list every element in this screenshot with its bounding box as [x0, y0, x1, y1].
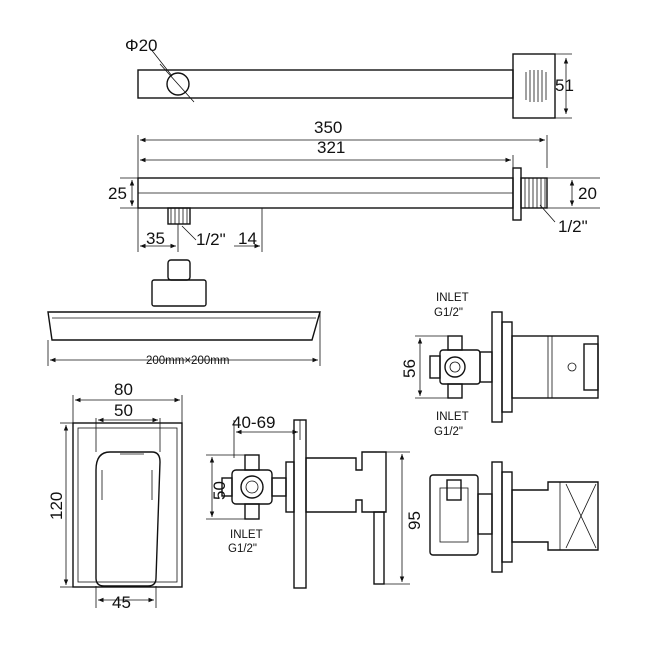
flange-height-label: 51 [555, 76, 574, 95]
outlet-thread-label: 1/2" [196, 230, 226, 249]
shower-arm-top-view [137, 47, 572, 119]
depth-range-label: 40-69 [232, 413, 275, 432]
body-height-side-label: 50 [210, 481, 229, 500]
arm-diameter-label: Φ20 [125, 36, 157, 55]
head-nut [167, 259, 191, 281]
arm-wall-flange [512, 53, 556, 119]
valve-section-view [429, 461, 599, 573]
shower-head-side-view [47, 259, 321, 366]
plate-width-label: 80 [114, 380, 133, 399]
arm-outlet-circle [166, 72, 190, 96]
flange-thread-dim-label: 20 [578, 184, 597, 203]
valve-top-view [415, 311, 599, 423]
arm-height-label: 25 [108, 184, 127, 203]
valve-top-circle [444, 356, 466, 378]
mixer-front-view [60, 395, 183, 608]
side-inlet-label-1: INLET [230, 529, 263, 541]
top-inlet-label-2: G1/2" [434, 307, 463, 319]
outlet-offset-label: 35 [146, 229, 165, 248]
flange-thread-label: 1/2" [558, 217, 588, 236]
top-inlet-label-1: INLET [436, 292, 469, 304]
plate-height-label: 120 [47, 492, 66, 520]
arm-thread-side [520, 177, 548, 209]
mixer-lever-front [95, 451, 161, 587]
mixer-wall-plate [72, 422, 183, 588]
top-height-label: 56 [400, 359, 419, 378]
arm-thread-hatch [524, 178, 546, 208]
side-height-label: 95 [405, 511, 424, 530]
handle-width-label: 50 [114, 401, 133, 420]
side-wall-plate [293, 419, 307, 589]
outlet-end-label: 14 [238, 229, 257, 248]
flange-thread-hatch [525, 70, 547, 102]
head-swivel [151, 279, 207, 307]
arm-length-total-label: 350 [314, 118, 342, 137]
handle-bottom-width-label: 45 [112, 593, 131, 612]
arm-length-inner-label: 321 [317, 138, 345, 157]
shower-arm-side-view [120, 135, 600, 252]
top-outlet-label-1: INLET [436, 411, 469, 423]
side-lever [373, 511, 385, 585]
side-inlet-circle [240, 475, 264, 499]
head-size-label: 200mm×200mm [146, 355, 229, 367]
mixer-side-view [206, 419, 410, 589]
top-outlet-label-2: G1/2" [434, 426, 463, 438]
side-inlet-label-2: G1/2" [228, 543, 257, 555]
